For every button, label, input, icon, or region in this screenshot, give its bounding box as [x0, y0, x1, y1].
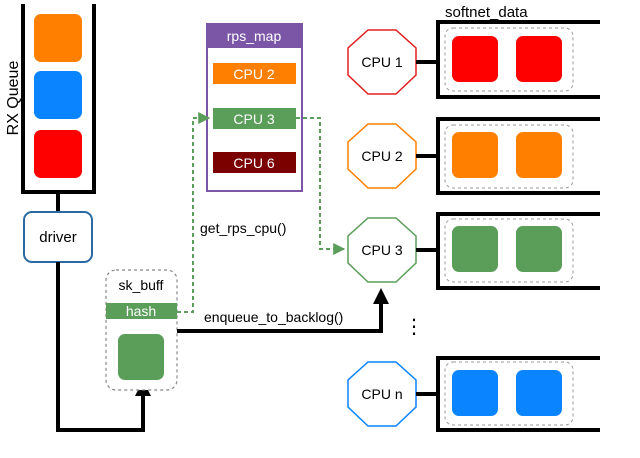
rps-map-title: rps_map	[227, 28, 282, 44]
cpu-node	[347, 123, 417, 189]
cpu-node	[347, 361, 417, 427]
sk-buff-label: sk_buff	[119, 277, 164, 293]
cpu-label: CPU 2	[361, 148, 402, 164]
cpu-node	[347, 29, 417, 95]
rps-map-entry	[213, 108, 296, 129]
softnet-queue	[444, 218, 574, 283]
rps-map-entry-label: CPU 6	[233, 155, 274, 171]
queue-packet	[452, 370, 498, 416]
driver-label: driver	[39, 229, 77, 246]
softnet-queue	[444, 124, 574, 189]
queue-packet	[516, 132, 562, 178]
sk-buff-packet	[118, 334, 164, 380]
rps-map-entry-label: CPU 2	[233, 66, 274, 82]
rx-queue	[21, 4, 96, 194]
rps-map-entry-label: CPU 3	[233, 111, 274, 127]
enqueue-arrowhead	[373, 288, 389, 304]
hash-label: hash	[126, 303, 156, 319]
rpsmap-to-cpu3-arrow	[296, 117, 346, 255]
driver-to-skbuff-path	[56, 262, 145, 432]
queue-packet	[516, 370, 562, 416]
softnet-data-label: softnet_data	[445, 4, 528, 21]
rps-map-title-bar	[207, 24, 302, 48]
cpu-row: CPU n	[347, 356, 600, 432]
rps-map-entry	[213, 152, 296, 173]
queue-packet	[452, 226, 498, 272]
cpu-label: CPU n	[361, 386, 402, 402]
cpu-node	[347, 217, 417, 283]
enqueue-label: enqueue_to_backlog()	[204, 309, 343, 325]
rx-packet	[34, 14, 82, 62]
rx-queue-label: RX Queue	[5, 61, 22, 136]
cpu-label: CPU 1	[361, 54, 402, 70]
rx-packet	[34, 130, 82, 178]
rps-map-entry	[213, 63, 296, 84]
cpu-row: CPU 3	[347, 212, 600, 290]
rx-packet	[34, 71, 82, 119]
softnet-queue	[444, 27, 574, 92]
enqueue-path	[177, 300, 383, 333]
hash-field	[106, 303, 177, 319]
hash-to-rpsmap-arrow	[177, 112, 211, 313]
queue-packet	[516, 36, 562, 82]
softnet-queue	[444, 361, 574, 426]
get-rps-cpu-label: get_rps_cpu()	[200, 220, 286, 236]
cpu-row: CPU 2	[347, 117, 600, 195]
cpu-label: CPU 3	[361, 242, 402, 258]
queue-packet	[516, 226, 562, 272]
queue-packet	[452, 132, 498, 178]
cpu-row: CPU 1	[347, 20, 600, 99]
queue-packet	[452, 36, 498, 82]
ellipsis: ⋮	[404, 316, 424, 338]
